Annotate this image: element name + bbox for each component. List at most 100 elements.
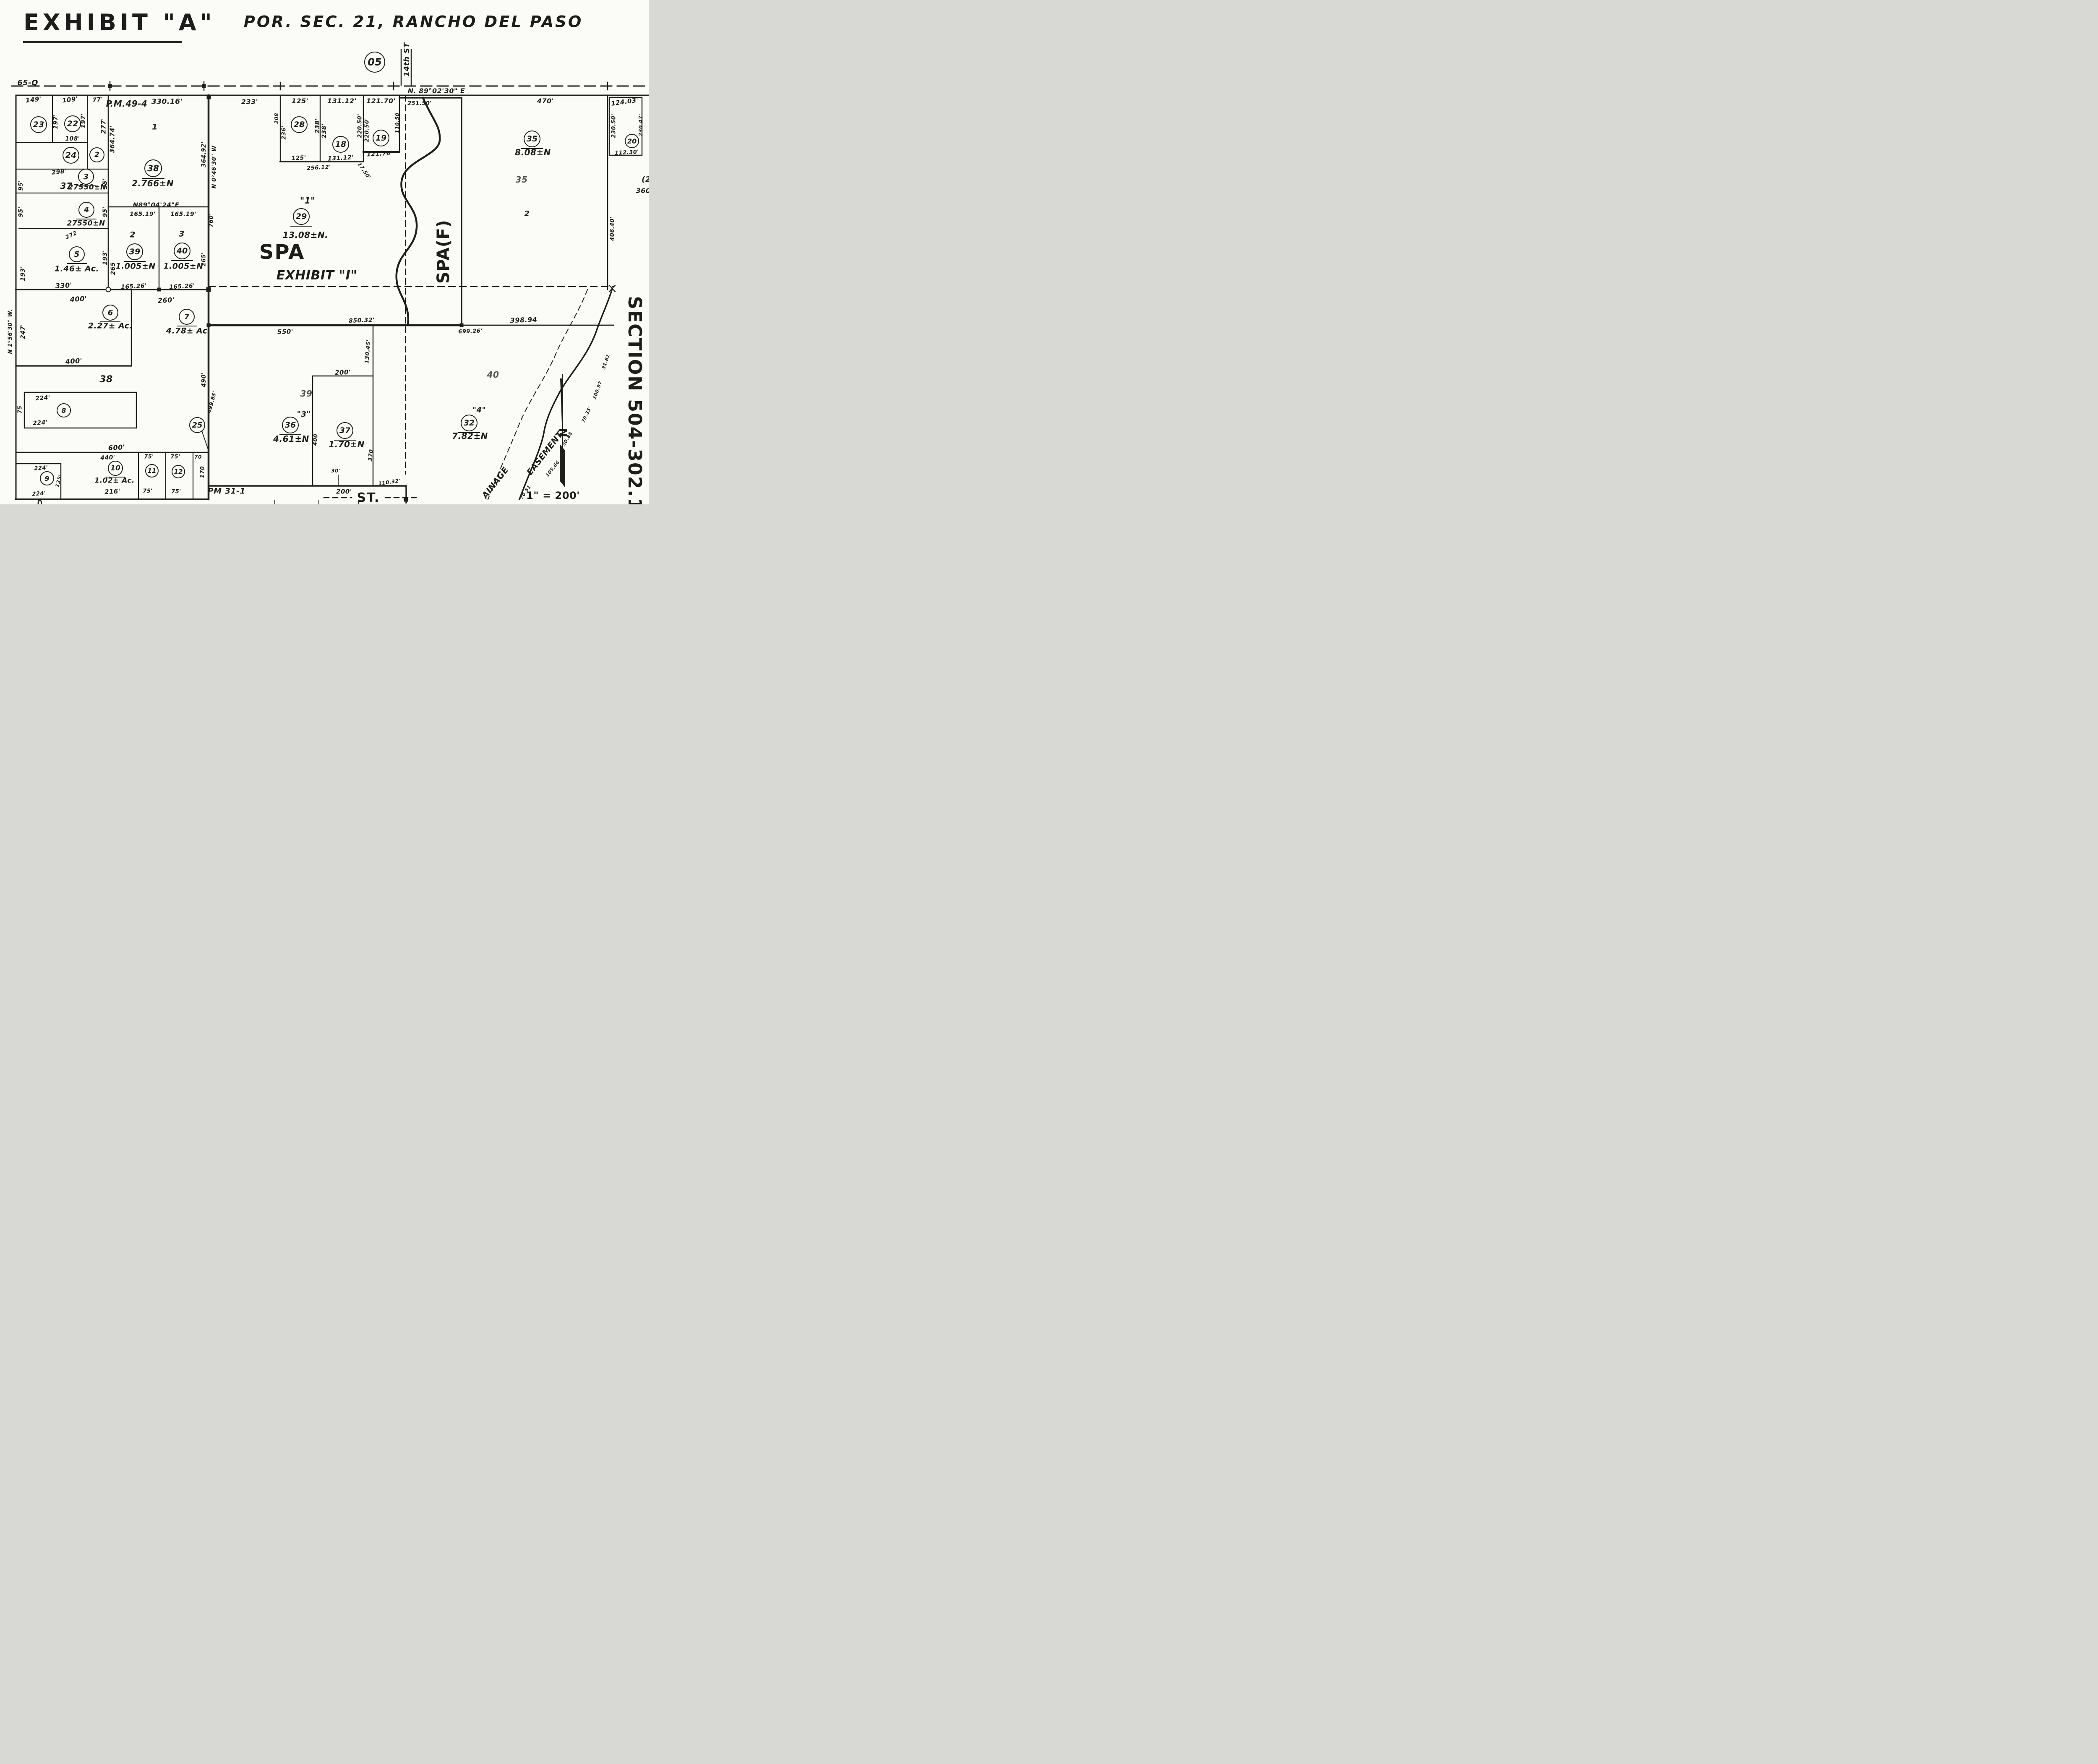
dim-208: 208 [274, 112, 279, 124]
monument-square [404, 497, 408, 502]
spa-f-west-curve [395, 97, 441, 326]
lot-40: 40 [487, 370, 499, 380]
dim-760: 760' [208, 213, 215, 227]
dim-440: 440' [100, 454, 116, 462]
parcel-bubble-19: 19 [373, 130, 389, 146]
dim-330-16: 330.16' [151, 97, 183, 106]
plat-map-page: EXHIBIT "A" POR. SEC. 21, RANCHO DEL PAS… [0, 0, 649, 504]
parcel-bubble-7: 7 [176, 309, 197, 326]
pm-ref-top: P.M.49-4 [106, 99, 148, 109]
dim-112-30: 112.30' [614, 149, 639, 157]
monument-square [157, 287, 161, 292]
dim-330: 330' [55, 281, 73, 290]
section-ref: SECTION 504-302.1 [624, 296, 645, 504]
dim-224-d: 224' [31, 490, 47, 498]
lot8-box [23, 391, 137, 429]
zone-spa: SPA [259, 240, 305, 264]
dim-109: 109' [62, 95, 78, 104]
bubble-underline [521, 148, 543, 149]
street-14th-label: 14th ST [402, 42, 411, 77]
bearing-north-line: N. 89°02'30" E [407, 87, 465, 95]
lot-39: 39 [300, 389, 313, 399]
dim-230-47: 230.47' [638, 114, 644, 136]
lot9-box [15, 463, 62, 500]
dim-277: 277' [99, 118, 107, 134]
parcel-bubble-12: 12 [172, 465, 185, 478]
lot-37: 37 [60, 181, 73, 191]
leader-25 [201, 430, 209, 451]
dim-224-a: 224' [35, 394, 51, 402]
area-8-08: 8.08±N [515, 147, 551, 157]
dim-165-26-b: 165.26' [169, 282, 196, 291]
dim-165-19-a: 165.19' [130, 211, 156, 218]
dim-75-a: 75' [144, 454, 154, 460]
lot-3-mid: 3 [179, 229, 185, 239]
dim-400-a: 400' [70, 294, 87, 304]
bubble-underline [124, 261, 146, 262]
x-mark [608, 284, 616, 292]
area-4-61: 4.61±N [273, 434, 309, 444]
bubble-underline [458, 432, 480, 433]
parcel-bubble-8: 8 [57, 403, 71, 418]
monument-square [206, 287, 211, 292]
dim-75-c: 75' [170, 454, 180, 460]
dim-75-left: 75 [17, 405, 23, 414]
dim-364-74: 364.74' [108, 125, 116, 153]
pm-ref-bottom: PM 31-1 [207, 486, 246, 496]
north-letter: N [556, 428, 569, 438]
parcel-bubble-23: 23 [30, 116, 47, 133]
lot37-box [312, 324, 374, 487]
dim-121-70-bot: 121.70' [366, 150, 393, 158]
left-column-lines [15, 94, 109, 230]
dim-236: 236' [281, 125, 287, 140]
drainage-dashed-line [487, 289, 588, 500]
dim-75-b: 75' [143, 488, 153, 495]
monument-square [108, 84, 112, 88]
area-1-70: 1.70±N [329, 439, 365, 449]
parcel-bubble-22: 22 [64, 115, 81, 132]
fourteenth-st-lines [400, 49, 412, 86]
dim-238-b: 238' [321, 123, 328, 138]
lot10-12-dividers [138, 451, 194, 500]
area-27550-b: 27550±N [67, 219, 105, 228]
dim-398-94: 398.94 [510, 315, 538, 325]
parcel-bubble-39: 39 [124, 243, 146, 262]
dim-470: 470' [537, 97, 554, 105]
bubble-underline [100, 321, 121, 322]
dim-200-top37: 200' [334, 368, 351, 377]
parcel-bubble-24: 24 [63, 147, 79, 164]
lot-35: 35 [515, 175, 528, 185]
parcel-bubble-3: 3 [76, 169, 97, 186]
dim-550: 550' [277, 327, 294, 336]
street-st-label: ST. [357, 491, 380, 504]
dim-70: 70 [194, 454, 202, 460]
bubble-underline [279, 434, 301, 435]
dim-370: 370 [367, 449, 375, 462]
parcel-bubble-25: 25 [189, 417, 205, 433]
monument-square [206, 95, 211, 99]
area-2-766: 2.766±N [131, 178, 174, 188]
spa-f-east-line [399, 97, 462, 326]
cut-dim-360: 360 [636, 187, 649, 195]
bubble-underline [171, 260, 193, 261]
dim-165-26-a: 165.26' [120, 282, 147, 291]
dim-224-c: 224' [34, 464, 49, 472]
map-subtitle: POR. SEC. 21, RANCHO DEL PASO [243, 13, 583, 31]
dim-77: 77' [92, 96, 104, 104]
area-1-02-ac: 1.02± Ac. [94, 476, 135, 485]
parcel-bubble-11: 11 [145, 464, 159, 478]
monument-square [459, 323, 464, 327]
monument-square [202, 84, 206, 88]
dim-121-70-top: 121.70' [366, 97, 396, 105]
bubble-underline [105, 477, 125, 478]
parcel-bubble-9: 9 [40, 471, 54, 485]
cut-parcel-27: (2 [642, 175, 649, 184]
dim-125-bot: 125' [291, 154, 307, 162]
bubble-underline [66, 263, 87, 264]
bearing-west-boundary: N 1°56'30" W. [7, 309, 14, 354]
dim-165-19-b: 165.19' [170, 211, 196, 218]
parcel-bubble-38: 38 [141, 159, 165, 179]
dim-699-26: 699.26' [458, 328, 483, 335]
parcel-bubble-18: 18 [332, 136, 349, 153]
dim-220-50-a: 220.50' [357, 114, 363, 138]
